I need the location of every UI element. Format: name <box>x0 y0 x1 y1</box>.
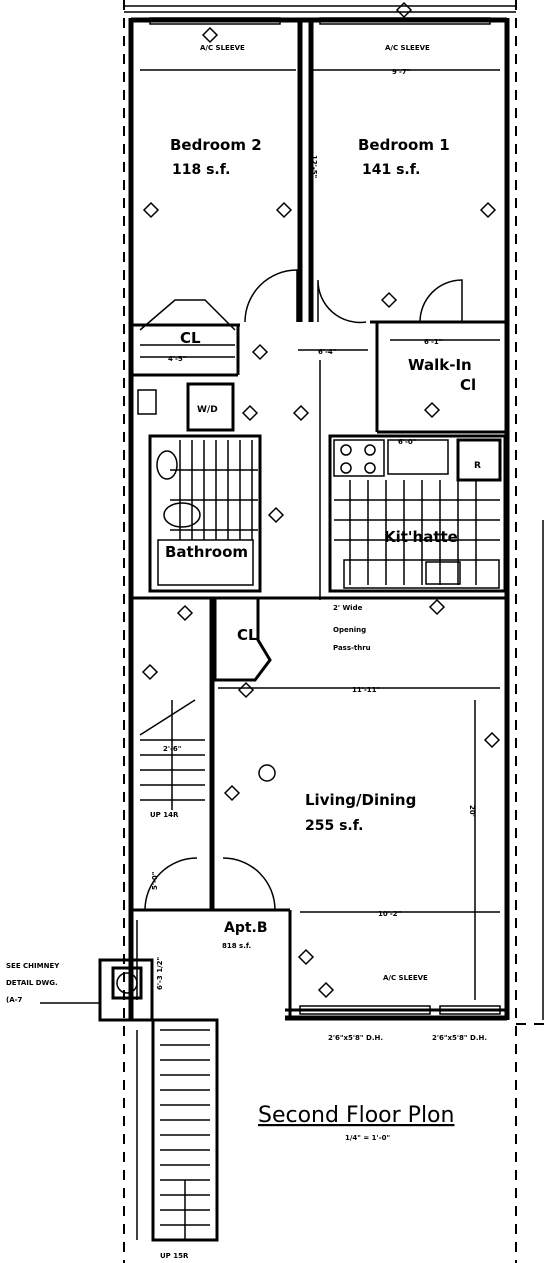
closet-bedroom2 <box>139 299 236 346</box>
exterior-stair <box>151 1018 219 1242</box>
walkin-name-2: Cl <box>460 376 476 394</box>
dim-landing: 5'-0" <box>151 872 159 890</box>
kitchenette-label: Kit'hatte <box>384 528 458 546</box>
dimension-lines <box>136 69 500 1240</box>
closet-bedroom2-label: CL <box>180 329 201 347</box>
bedroom1-name: Bedroom 1 <box>358 136 450 154</box>
dim-stair: 2'-6" <box>163 745 181 753</box>
windows <box>149 17 501 1015</box>
chimney <box>40 958 154 1022</box>
exterior-walls <box>128 17 510 1021</box>
ac-sleeve-left: A/C SLEEVE <box>200 44 245 52</box>
opening-line1: 2' Wide <box>333 604 363 612</box>
dim-apt: 6'-3 1/2" <box>156 957 164 990</box>
window-right-label: 2'6"x5'8" D.H. <box>432 1034 487 1042</box>
kitchenette <box>328 434 507 593</box>
dim-living-width2: 10'-2" <box>378 910 401 918</box>
up-14r: UP 14R <box>150 811 179 819</box>
bedroom2-name: Bedroom 2 <box>170 136 262 154</box>
ac-sleeve-right: A/C SLEEVE <box>385 44 430 52</box>
apt-name: Apt.B <box>224 920 268 936</box>
plan-scale: 1/4" = 1'-0" <box>345 1134 390 1142</box>
closet-hall <box>213 598 272 682</box>
boundary-lines <box>123 0 550 1263</box>
door-swings <box>144 269 463 911</box>
dimension-labels: 9'-7" 4'-5" 6'-1" 6'-4" 6'-0" 11'-11" 10… <box>151 68 476 990</box>
living-walls <box>131 596 507 1018</box>
living-name: Living/Dining <box>305 791 416 809</box>
opening-line3: Pass-thru <box>333 644 371 652</box>
ac-sleeve-living: A/C SLEEVE <box>383 974 428 982</box>
diamond-tags <box>141 1 501 999</box>
dim-hall-width: 6'-4" <box>318 348 336 356</box>
dim-bed1-width: 9'-7" <box>392 68 410 76</box>
top-dimension-strip <box>124 5 516 13</box>
dim-living-width: 11'-11" <box>352 686 380 694</box>
window-left-label: 2'6"x5'8" D.H. <box>328 1034 383 1042</box>
dim-walkin-width: 6'-1" <box>424 338 442 346</box>
dim-living-depth: 20' <box>468 805 476 817</box>
walkin-name: Walk-In <box>408 356 472 374</box>
opening-line2: Opening <box>333 626 366 634</box>
up-15r: UP 15R <box>160 1252 189 1260</box>
water-heater <box>137 389 157 415</box>
bathroom-label: Bathroom <box>165 543 248 561</box>
washer-dryer <box>186 382 235 432</box>
plan-title: Second Floor Plon <box>258 1103 454 1128</box>
bedroom1-area: 141 s.f. <box>362 162 420 178</box>
dim-bed-depth: 12'-5" <box>310 155 318 178</box>
apt-area: 818 s.f. <box>222 942 251 950</box>
dim-cl-width: 4'-5" <box>168 355 186 363</box>
chimney-note-3: (A-7 <box>6 996 23 1004</box>
chimney-note-1: SEE CHIMNEY <box>6 962 60 970</box>
chimney-note-2: DETAIL DWG. <box>6 979 58 987</box>
bathroom <box>148 434 262 593</box>
closet-hall-label: CL <box>237 626 258 644</box>
refrigerator-label: R <box>474 461 481 471</box>
washer-dryer-label: W/D <box>197 405 218 415</box>
bedroom2-area: 118 s.f. <box>172 162 230 178</box>
interior-stair <box>139 699 205 810</box>
dim-kitchen-counter: 6'-0" <box>398 438 416 446</box>
annotations: A/C SLEEVE A/C SLEEVE A/C SLEEVE 2' Wide… <box>6 44 487 1260</box>
room-labels: Bedroom 2 118 s.f. Bedroom 1 141 s.f. Wa… <box>165 136 481 950</box>
living-area: 255 s.f. <box>305 818 363 834</box>
